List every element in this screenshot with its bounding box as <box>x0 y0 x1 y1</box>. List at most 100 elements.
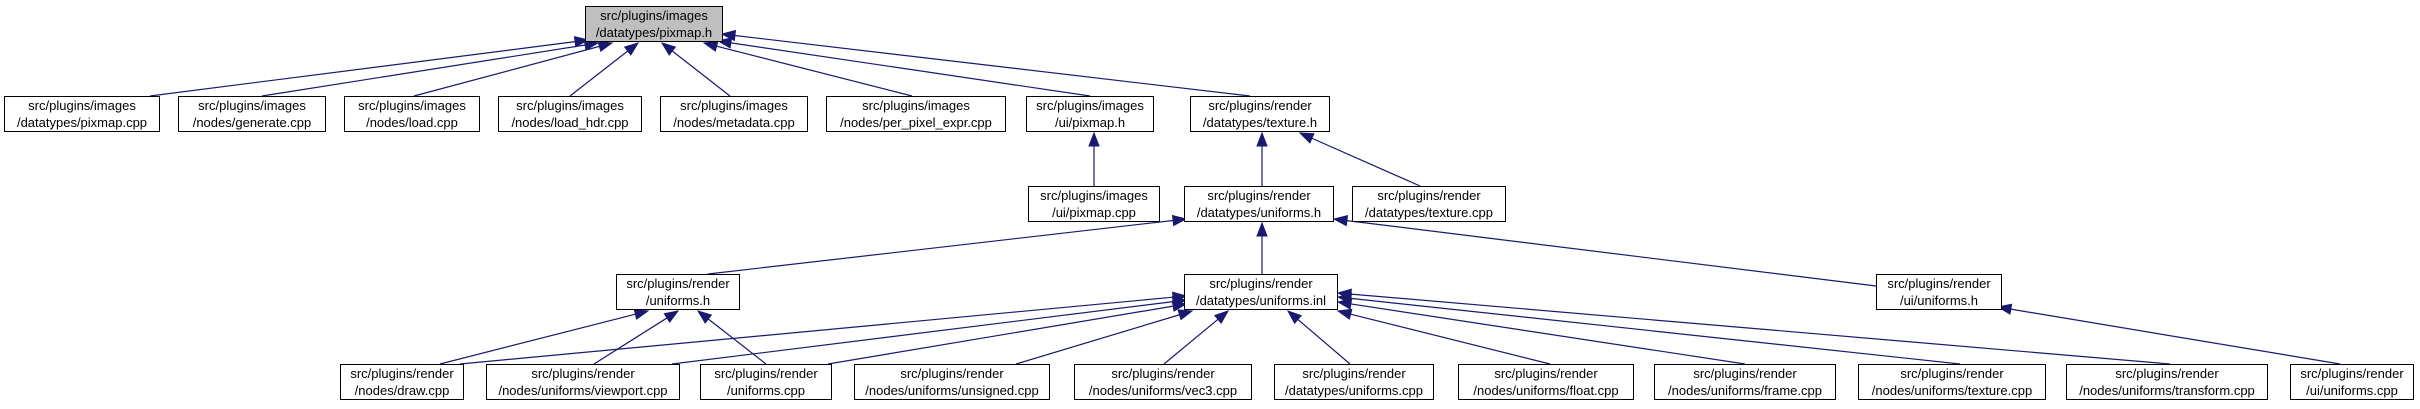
node-label-line1: src/plugins/render <box>531 366 635 381</box>
dependency-edge <box>459 296 1174 365</box>
node-label-line1: src/plugins/render <box>1693 366 1797 381</box>
arrowhead-icon <box>1336 308 1353 320</box>
node-label-line2: /nodes/per_pixel_expr.cpp <box>840 115 992 130</box>
node-label-line1: src/plugins/images <box>1040 188 1148 203</box>
arrowhead-icon <box>696 310 713 324</box>
dependency-edge <box>1163 318 1219 365</box>
node-label-line1: src/plugins/render <box>1900 366 2004 381</box>
arrowhead-icon <box>1171 214 1188 227</box>
dependency-edge <box>1350 313 1551 365</box>
node-label-line2: /nodes/uniforms/transform.cpp <box>2079 383 2255 398</box>
dependency-edge <box>149 41 576 97</box>
dependency-edge <box>1015 314 1180 365</box>
dependency-edge <box>734 34 1251 97</box>
dependency-edge <box>569 50 629 97</box>
node-label-line1: src/plugins/render <box>714 366 818 381</box>
dependency-edge <box>707 318 767 365</box>
node-images-datatypes-pixmap-cpp[interactable]: src/plugins/images /datatypes/pixmap.cpp <box>4 96 160 132</box>
node-render-datatypes-uniforms-inl[interactable]: src/plugins/render /datatypes/uniforms.i… <box>1184 274 1338 310</box>
node-images-nodes-load-hdr-cpp[interactable]: src/plugins/images /nodes/load_hdr.cpp <box>498 96 642 132</box>
node-label-line2: /datatypes/texture.h <box>1202 115 1318 130</box>
node-label-line1: src/plugins/render <box>350 366 454 381</box>
node-label-line1: src/plugins/render <box>626 276 730 291</box>
arrowhead-icon <box>1286 310 1302 325</box>
node-label-line1: src/plugins/images <box>28 98 136 113</box>
node-label-line1: src/plugins/images <box>358 98 466 113</box>
node-images-nodes-generate-cpp[interactable]: src/plugins/images /nodes/generate.cpp <box>178 96 326 132</box>
node-render-nodes-uniforms-float-cpp[interactable]: src/plugins/render /nodes/uniforms/float… <box>1458 364 1634 400</box>
dependency-edge <box>1350 303 1746 365</box>
node-label-line1: src/plugins/images <box>516 98 624 113</box>
node-label-line2: /nodes/uniforms/float.cpp <box>1473 383 1619 398</box>
node-label-line1: src/plugins/render <box>1207 188 1311 203</box>
arrowhead-icon <box>1213 310 1230 325</box>
node-label-line1: src/plugins/images <box>680 98 788 113</box>
dependency-edge <box>707 219 1174 275</box>
node-images-ui-pixmap-cpp[interactable]: src/plugins/images /ui/pixmap.cpp <box>1028 186 1160 222</box>
node-label-line2: /ui/uniforms.cpp <box>2306 383 2398 398</box>
node-label-line1: src/plugins/render <box>1111 366 1215 381</box>
node-render-nodes-draw-cpp[interactable]: src/plugins/render /nodes/draw.cpp <box>340 364 464 400</box>
dependency-edge <box>261 44 586 97</box>
node-render-nodes-uniforms-frame-cpp[interactable]: src/plugins/render /nodes/uniforms/frame… <box>1654 364 1836 400</box>
node-images-nodes-load-cpp[interactable]: src/plugins/images /nodes/load.cpp <box>344 96 480 132</box>
node-render-uniforms-cpp[interactable]: src/plugins/render /uniforms.cpp <box>700 364 832 400</box>
node-images-ui-pixmap-h[interactable]: src/plugins/images /ui/pixmap.h <box>1026 96 1154 132</box>
node-label-line2: /datatypes/uniforms.cpp <box>1284 383 1424 398</box>
node-label-line1: src/plugins/render <box>1494 366 1598 381</box>
dependency-edge <box>671 301 1174 365</box>
node-label-line1: src/plugins/images <box>862 98 970 113</box>
node-render-nodes-uniforms-vec3-cpp[interactable]: src/plugins/render /nodes/uniforms/vec3.… <box>1074 364 1252 400</box>
node-label-line2: /nodes/load_hdr.cpp <box>511 115 629 130</box>
dependency-edge <box>730 42 1091 97</box>
node-images-datatypes-pixmap-h: src/plugins/images /datatypes/pixmap.h <box>585 6 723 42</box>
node-render-datatypes-uniforms-cpp[interactable]: src/plugins/render /datatypes/uniforms.c… <box>1274 364 1434 400</box>
arrowhead-icon <box>597 40 614 53</box>
node-render-nodes-uniforms-transform-cpp[interactable]: src/plugins/render /nodes/uniforms/trans… <box>2066 364 2268 400</box>
arrowhead-icon <box>1171 300 1188 312</box>
node-images-nodes-per-pixel-expr-cpp[interactable]: src/plugins/images /nodes/per_pixel_expr… <box>826 96 1006 132</box>
dependency-edges <box>149 29 2341 365</box>
node-label-line2: /nodes/generate.cpp <box>192 115 312 130</box>
node-render-ui-uniforms-cpp[interactable]: src/plugins/render /ui/uniforms.cpp <box>2290 364 2414 400</box>
node-label-line2: /datatypes/uniforms.h <box>1196 205 1322 220</box>
dependency-edge <box>1346 219 1877 287</box>
dependency-edge <box>593 317 668 365</box>
dependency-edge <box>827 305 1174 365</box>
node-label-line2: /nodes/uniforms/frame.cpp <box>1668 383 1822 398</box>
arrowhead-icon <box>1336 288 1352 300</box>
node-label-line2: /datatypes/texture.cpp <box>1365 205 1493 220</box>
node-label-line2: /nodes/draw.cpp <box>354 383 450 398</box>
node-images-nodes-metadata-cpp[interactable]: src/plugins/images /nodes/metadata.cpp <box>660 96 808 132</box>
node-label-line1: src/plugins/images <box>198 98 306 113</box>
node-render-datatypes-texture-cpp[interactable]: src/plugins/render /datatypes/texture.cp… <box>1352 186 1506 222</box>
node-label-line1: src/plugins/render <box>2115 366 2219 381</box>
node-render-uniforms-h[interactable]: src/plugins/render /uniforms.h <box>616 274 740 310</box>
node-label-line2: /ui/uniforms.h <box>1899 293 1979 308</box>
arrowhead-icon <box>702 40 719 52</box>
node-label-line1: src/plugins/render <box>1377 188 1481 203</box>
node-render-nodes-uniforms-unsigned-cpp[interactable]: src/plugins/render /nodes/uniforms/unsig… <box>854 364 1050 400</box>
node-label-line2: /uniforms.cpp <box>726 383 806 398</box>
node-label-line1: src/plugins/render <box>1208 98 1312 113</box>
node-render-nodes-uniforms-texture-cpp[interactable]: src/plugins/render /nodes/uniforms/textu… <box>1858 364 2046 400</box>
dependency-edge <box>413 45 600 97</box>
arrowhead-icon <box>1177 309 1194 321</box>
arrowhead-icon <box>1256 131 1268 147</box>
node-label-line2: /datatypes/pixmap.cpp <box>16 115 148 130</box>
dependency-edge <box>1350 297 1961 365</box>
node-label-line1: src/plugins/render <box>900 366 1004 381</box>
node-label-line2: /nodes/metadata.cpp <box>673 115 795 130</box>
dependency-edge <box>1311 137 1421 187</box>
node-label-line2: /ui/pixmap.cpp <box>1052 205 1136 220</box>
node-render-nodes-uniforms-viewport-cpp[interactable]: src/plugins/render /nodes/uniforms/viewp… <box>486 364 680 400</box>
node-render-datatypes-texture-h[interactable]: src/plugins/render /datatypes/texture.h <box>1190 96 1330 132</box>
node-label-line2: /nodes/uniforms/texture.cpp <box>1871 383 2033 398</box>
dependency-edge <box>1297 318 1351 365</box>
arrowhead-icon <box>663 310 680 324</box>
arrowhead-icon <box>633 308 650 320</box>
node-render-ui-uniforms-h[interactable]: src/plugins/render /ui/uniforms.h <box>1876 274 2002 310</box>
node-render-datatypes-uniforms-h[interactable]: src/plugins/render /datatypes/uniforms.h <box>1184 186 1334 222</box>
dependency-edge <box>671 50 731 97</box>
dependency-edge <box>716 45 913 97</box>
